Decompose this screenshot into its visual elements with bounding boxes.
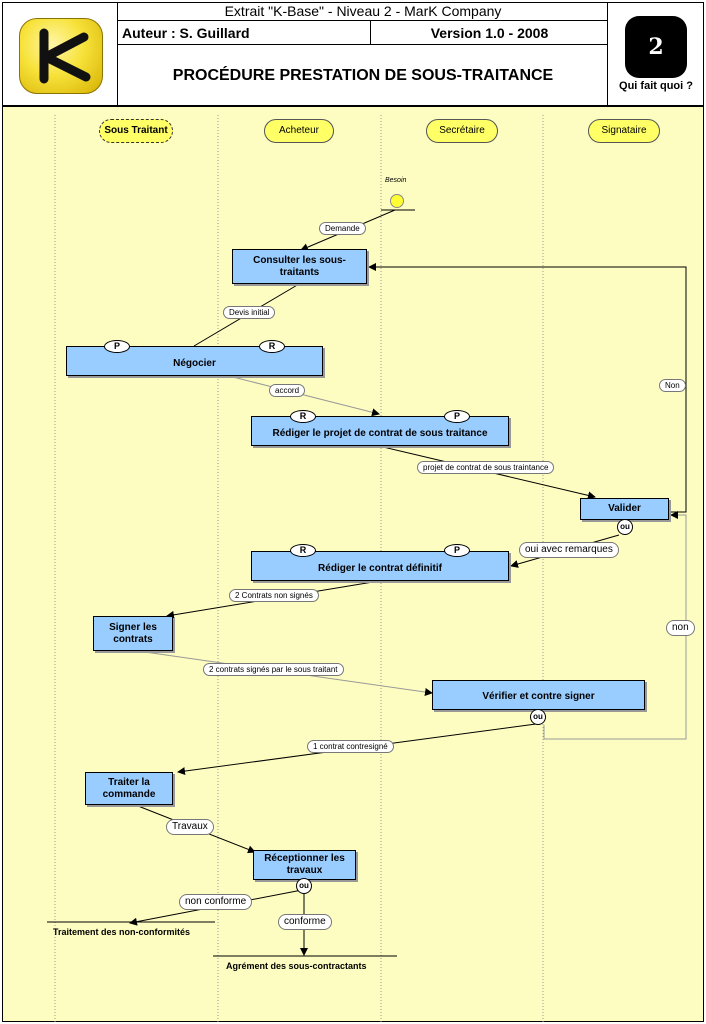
flow-label-contrats-non-signes: 2 Contrats non signés [229,589,319,602]
flow-label-non-conforme: non conforme [179,894,253,910]
flow-label-travaux: Travaux [166,819,214,835]
start-node [390,194,404,208]
activity-negocier: Négocier [66,346,323,376]
header [2,2,704,106]
flow-non-valider [368,263,687,513]
logo-cell [2,2,118,106]
level-badge: 2 [625,16,687,78]
flow-label-projet: projet de contrat de sous traintance [417,461,555,474]
activity-valider: Valider [580,498,669,520]
flow-label-contrats-signes: 2 contrats signés par le sous traitant [203,663,344,676]
flow-label-oui-remarques: oui avec remarques [519,542,619,558]
activity-rediger-definitif: Rédiger le contrat définitif [251,551,509,581]
flow-accord [232,376,380,417]
swimlane-diagram: Sous Traitant Acheteur Secrétaire Signat… [2,106,704,1023]
activity-verifier: Vérifier et contre signer [432,680,645,710]
actor-sous-traitant: Sous Traitant [99,119,173,143]
end-agrement: Agrément des sous-contractants [226,961,367,971]
or-marker-receptionner: ou [296,878,312,894]
flow-label-demande: Demande [319,222,366,235]
start-label: Besoin [385,177,407,184]
actor-acheteur: Acheteur [264,119,334,143]
activity-rediger-projet: Rédiger le projet de contrat de sous tra… [251,416,509,446]
end-non-conformites: Traitement des non-conformités [53,927,191,937]
header-info: Extrait "K-Base" - Niveau 2 - MarK Compa… [118,2,608,106]
role-p-marker: P [444,544,470,557]
k-letter-icon [39,28,91,84]
flow-label-accord: accord [269,384,306,397]
role-r-marker: R [290,410,316,423]
header-version: Version 1.0 - 2008 [371,21,608,45]
role-p-marker: P [104,340,130,353]
actor-signataire: Signataire [588,119,660,143]
actor-secretaire: Secrétaire [426,119,498,143]
role-p-marker: P [444,410,470,423]
level-cell: 2 Qui fait quoi ? [608,2,704,106]
activity-consulter: Consulter les sous-traitants [232,249,367,284]
activity-receptionner: Réceptionner les travaux [253,850,356,880]
flow-label-devis: Devis initial [223,306,276,319]
k-logo [19,18,103,94]
header-auteur: Auteur : S. Guillard [118,21,371,45]
role-r-marker: R [290,544,316,557]
role-r-marker: R [259,340,285,353]
qui-fait-quoi-label: Qui fait quoi ? [619,80,693,92]
activity-signer: Signer les contrats [93,616,173,651]
flow-label-contresigne: 1 contrat contresigné [307,740,394,753]
flow-label-conforme: conforme [278,914,332,930]
flow-label-non-valider: Non [659,379,686,392]
or-marker-verifier: ou [530,709,546,725]
flow-non-verifier [543,511,687,740]
or-marker-valider: ou [617,519,633,535]
flow-label-non-verifier: non [666,620,695,636]
page-title: PROCÉDURE PRESTATION DE SOUS-TRAITANCE [172,67,554,84]
header-extrait: Extrait "K-Base" - Niveau 2 - MarK Compa… [118,2,608,21]
activity-traiter: Traiter la commande [85,772,173,805]
